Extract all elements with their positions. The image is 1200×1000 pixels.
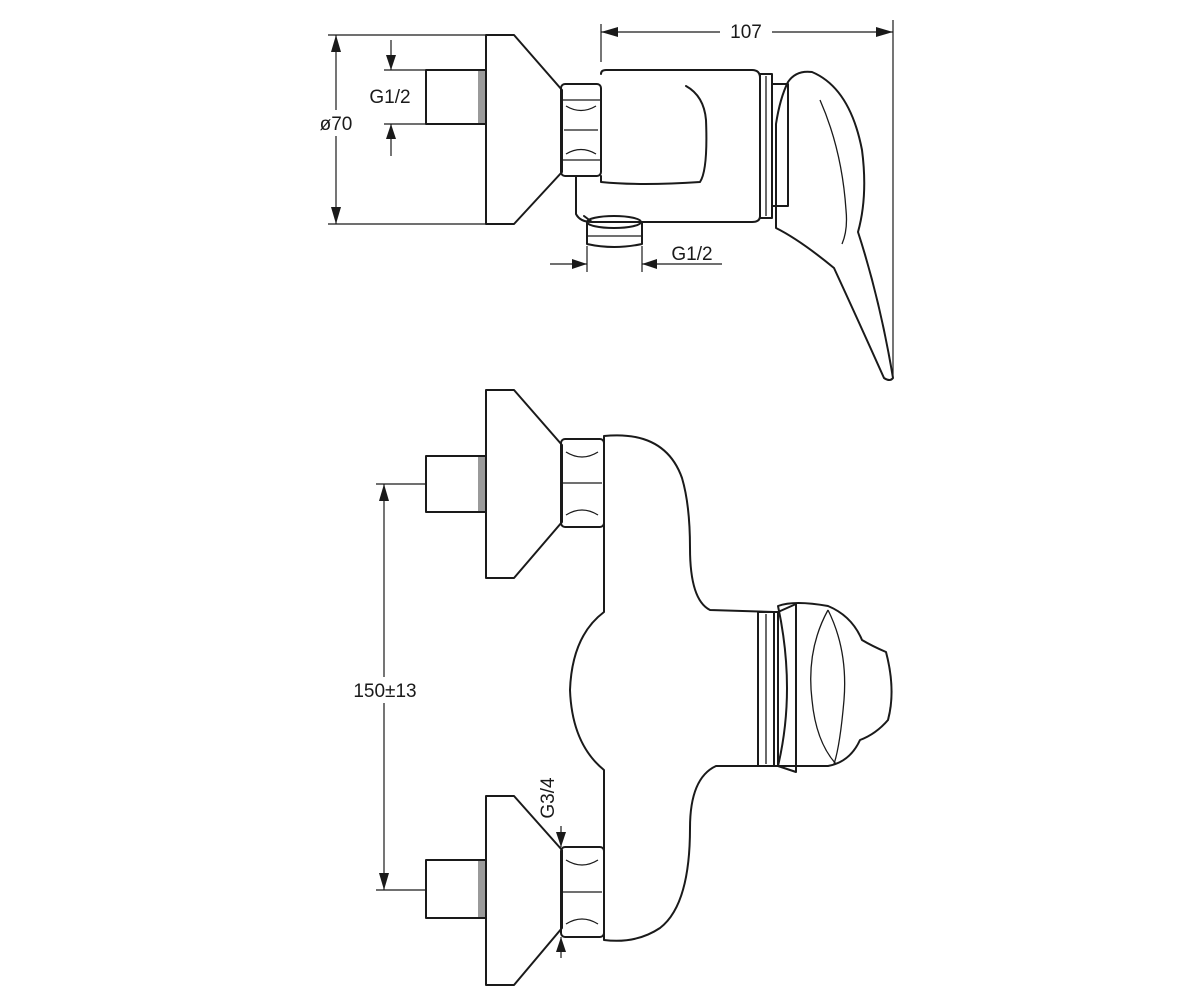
dimension-spacing: 150±13	[340, 483, 430, 891]
side-collar	[759, 73, 789, 219]
dimension-front-thread-label: G3/4	[538, 777, 559, 819]
dimension-front-thread: G3/4	[538, 777, 566, 958]
dimension-diameter: ø70	[310, 34, 486, 225]
dimension-width: 107	[600, 18, 894, 378]
front-handle-collar	[757, 603, 797, 773]
front-view: 150±13 G3/4	[340, 389, 893, 986]
front-lever-handle	[777, 602, 893, 767]
side-lever-handle	[775, 70, 894, 381]
side-view: 107 ø70 G1/2	[310, 18, 894, 381]
dimension-outlet-thread: G1/2	[550, 244, 722, 272]
side-rosette	[485, 34, 563, 225]
dimension-width-label: 107	[730, 22, 762, 43]
front-mixer-body	[569, 434, 775, 942]
dimension-spacing-label: 150±13	[353, 681, 416, 702]
side-hex-nut	[560, 83, 602, 177]
side-outlet	[586, 215, 643, 248]
dimension-diameter-label: ø70	[320, 114, 353, 135]
side-mixer-body	[583, 69, 761, 223]
dimension-inlet-thread: G1/2	[369, 40, 426, 156]
front-lower-connector	[425, 795, 605, 986]
side-wall-connector	[425, 69, 487, 125]
dimension-outlet-thread-label: G1/2	[671, 244, 712, 265]
dimension-inlet-thread-label: G1/2	[369, 87, 410, 108]
front-upper-connector	[425, 389, 605, 579]
